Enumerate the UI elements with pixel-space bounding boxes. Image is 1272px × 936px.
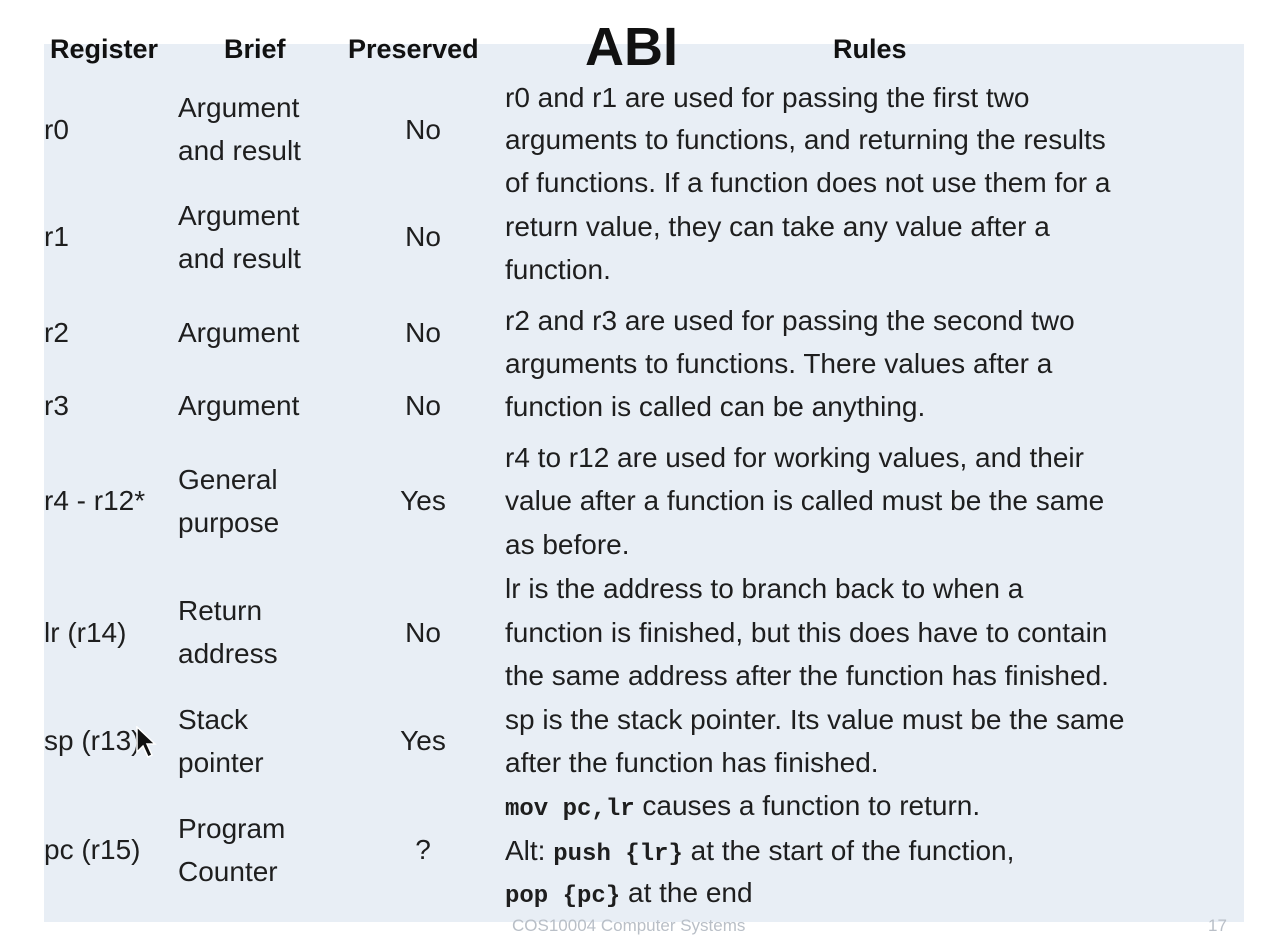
brief-cell: pointer xyxy=(178,747,264,778)
rule-line: arguments to functions, and returning th… xyxy=(505,124,1106,155)
rule-text: at the start of the function, xyxy=(682,835,1015,866)
rule-line: r0 and r1 are used for passing the first… xyxy=(505,82,1030,113)
brief-cell: Argument xyxy=(178,200,300,231)
rule-line: of functions. If a function does not use… xyxy=(505,167,1111,198)
register-cell: pc (r15) xyxy=(44,834,141,865)
header-preserved: Preserved xyxy=(348,34,479,64)
preserved-cell: No xyxy=(405,317,441,348)
brief-cell: Argument xyxy=(178,390,300,421)
brief-cell: Return xyxy=(178,595,263,626)
rule-line: lr is the address to branch back to when… xyxy=(505,573,1024,604)
mouse-cursor-icon xyxy=(136,726,157,759)
slide-title: ABI xyxy=(585,17,678,77)
rule-text: Alt: xyxy=(505,835,554,866)
brief-cell: address xyxy=(178,638,278,669)
preserved-cell: Yes xyxy=(400,485,446,516)
footer-course: COS10004 Computer Systems xyxy=(512,916,746,935)
rule-line-pc-3: pop {pc} at the end xyxy=(505,871,753,919)
rule-line-pc-1: mov pc,lr causes a function to return. xyxy=(505,784,980,832)
rule-line: function is finished, but this does have… xyxy=(505,617,1108,648)
brief-cell: General xyxy=(178,464,278,495)
rule-line: after the function has finished. xyxy=(505,747,879,778)
preserved-cell: No xyxy=(405,390,441,421)
register-cell: r3 xyxy=(44,390,69,421)
rule-text: causes a function to return. xyxy=(634,790,981,821)
code-snippet: pop {pc} xyxy=(505,883,621,910)
register-cell: sp (r13) xyxy=(44,725,141,756)
code-snippet: push {lr} xyxy=(553,841,683,868)
preserved-cell: ? xyxy=(415,834,431,865)
register-cell: r0 xyxy=(44,114,69,145)
rule-line: r2 and r3 are used for passing the secon… xyxy=(505,305,1075,336)
brief-cell: Argument xyxy=(178,317,300,348)
rule-line: function. xyxy=(505,254,611,285)
brief-cell: purpose xyxy=(178,507,280,538)
rule-line: return value, they can take any value af… xyxy=(505,211,1050,242)
register-cell: r2 xyxy=(44,317,69,348)
brief-cell: Stack xyxy=(178,704,249,735)
rule-line: value after a function is called must be… xyxy=(505,485,1105,516)
rule-line: sp is the stack pointer. Its value must … xyxy=(505,704,1125,735)
preserved-cell: No xyxy=(405,617,441,648)
brief-cell: and result xyxy=(178,135,301,166)
header-rules: Rules xyxy=(833,34,907,64)
rule-line: as before. xyxy=(505,529,630,560)
rule-line: r4 to r12 are used for working values, a… xyxy=(505,442,1084,473)
header-register: Register xyxy=(50,34,159,64)
code-snippet: mov pc,lr xyxy=(505,796,635,823)
preserved-cell: Yes xyxy=(400,725,446,756)
brief-cell: Program xyxy=(178,813,286,844)
rule-line: arguments to functions. There values aft… xyxy=(505,348,1053,379)
brief-cell: and result xyxy=(178,243,301,274)
rule-line: function is called can be anything. xyxy=(505,391,926,422)
brief-cell: Counter xyxy=(178,856,278,887)
register-cell: r4 - r12* xyxy=(44,485,146,516)
rule-line: the same address after the function has … xyxy=(505,660,1109,691)
register-cell: lr (r14) xyxy=(44,617,127,648)
preserved-cell: No xyxy=(405,114,441,145)
register-cell: r1 xyxy=(44,221,69,252)
brief-cell: Argument xyxy=(178,92,300,123)
table-background xyxy=(44,44,1244,922)
rule-text: at the end xyxy=(620,877,753,908)
rule-line-pc-2: Alt: push {lr} at the start of the funct… xyxy=(505,829,1014,877)
preserved-cell: No xyxy=(405,221,441,252)
header-brief: Brief xyxy=(224,34,286,64)
footer-page-number: 17 xyxy=(1208,916,1227,935)
